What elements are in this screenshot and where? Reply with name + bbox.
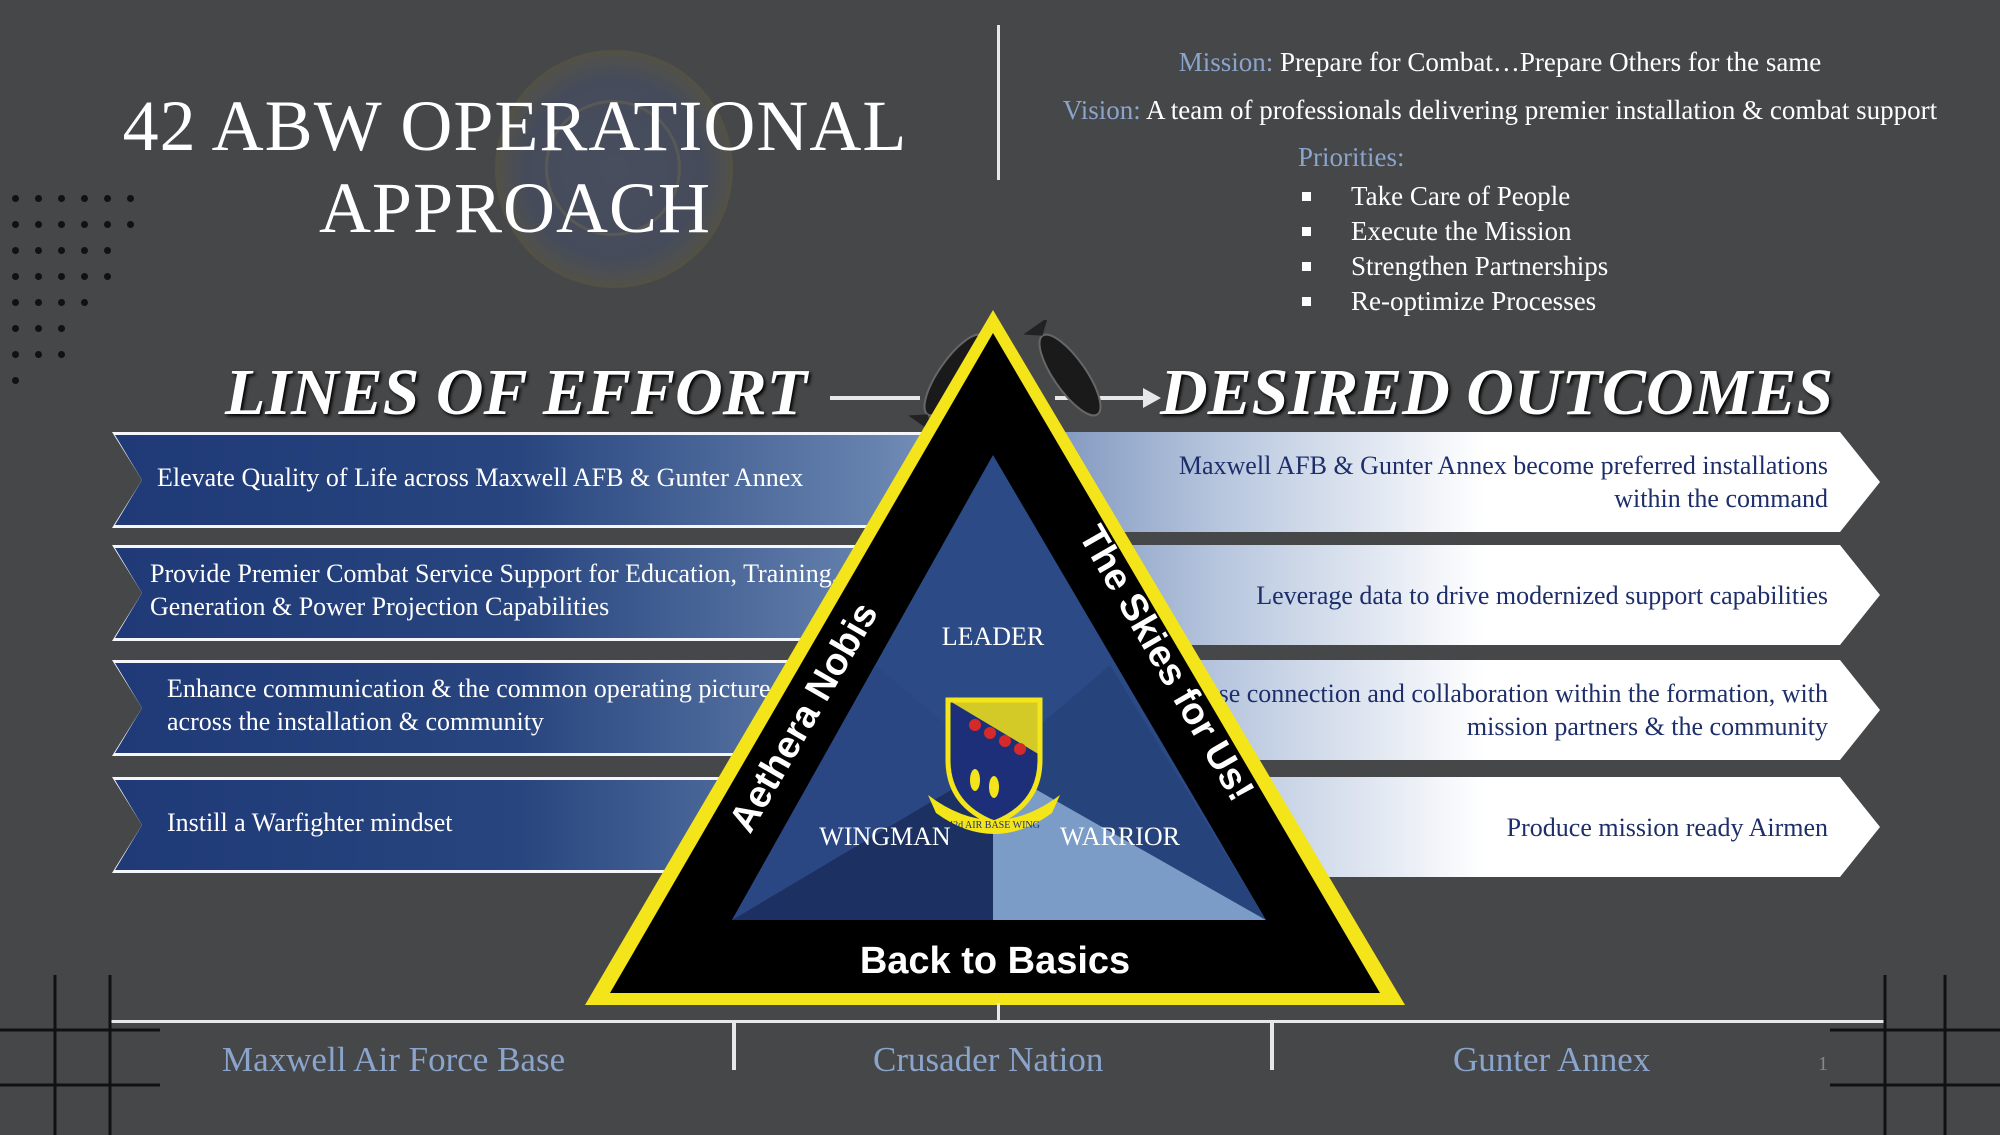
- wing-emblem: 42d AIR BASE WING: [928, 697, 1060, 834]
- corner-grid-right: [1830, 975, 2000, 1135]
- corner-grid-left: [0, 975, 160, 1135]
- footer-separator: [1270, 1022, 1274, 1070]
- seal-inner-ring: [545, 100, 681, 236]
- outcome-text: Maxwell AFB & Gunter Annex become prefer…: [1178, 451, 1828, 513]
- priorities-label: Priorities:: [1298, 142, 1405, 172]
- lines-of-effort-heading: LINES OF EFFORT: [225, 356, 807, 429]
- priority-text: Execute the Mission: [1351, 216, 1572, 246]
- emblem-dot-icon: [969, 719, 981, 731]
- footer-maxwell: Maxwell Air Force Base: [222, 1040, 566, 1079]
- priorities-list: Priorities: Take Care of People Execute …: [1298, 142, 1608, 319]
- banner-fill: [115, 435, 1012, 525]
- emblem-dot-icon: [984, 727, 996, 739]
- bullet-icon: [1302, 297, 1311, 306]
- priority-text: Take Care of People: [1351, 181, 1571, 211]
- line-of-effort-text: Instill a Warfighter mindset: [167, 807, 453, 837]
- footer-crusader-nation: Crusader Nation: [873, 1040, 1104, 1079]
- page-number: 1: [1818, 1053, 1828, 1075]
- leader-left-shade: [732, 665, 993, 920]
- warrior-label: WARRIOR: [1060, 822, 1181, 851]
- footer-separator: [732, 1022, 736, 1070]
- leader-right-shade: [993, 665, 1266, 920]
- bullet-icon: [1302, 262, 1311, 271]
- priority-text: Strengthen Partnerships: [1351, 251, 1609, 281]
- footer-gunter-annex: Gunter Annex: [1453, 1040, 1651, 1079]
- list-item: Strengthen Partnerships: [1298, 249, 1608, 284]
- mission-label: Mission:: [1178, 47, 1274, 77]
- outcome-banner: Maxwell AFB & Gunter Annex become prefer…: [1000, 432, 1880, 532]
- page-title: 42 ABW OPERATIONAL APPROACH: [60, 85, 970, 249]
- decorative-dot-grid: [12, 195, 182, 403]
- emblem-dot-icon: [999, 735, 1011, 747]
- mission-vision-block: Mission: Prepare for Combat…Prepare Othe…: [1010, 38, 1990, 134]
- vision-text: A team of professionals delivering premi…: [1146, 95, 1938, 125]
- header-divider: [997, 25, 1000, 180]
- mission-text: Prepare for Combat…Prepare Others for th…: [1279, 47, 1822, 77]
- outcome-text: Produce mission ready Airmen: [1506, 812, 1828, 842]
- arrow-head-icon: [1143, 388, 1161, 408]
- mission-statement: Mission: Prepare for Combat…Prepare Othe…: [1010, 38, 1990, 86]
- title-line-1: 42 ABW OPERATIONAL: [122, 86, 908, 166]
- vision-statement: Vision: A team of professionals deliveri…: [1010, 86, 1990, 134]
- line-of-effort-text: Provide Premier Combat Service Support f…: [150, 559, 904, 621]
- wingman-label: WINGMAN: [819, 822, 951, 851]
- core-values-triangle: 42d AIR BASE WING LEADER WINGMAN WARRIOR…: [585, 310, 1405, 1005]
- list-item: Execute the Mission: [1298, 214, 1608, 249]
- leader-label: LEADER: [942, 622, 1045, 651]
- bullet-icon: [1302, 192, 1311, 201]
- outcome-text: Increase connection and collaboration wi…: [1153, 679, 1828, 741]
- priority-text: Re-optimize Processes: [1351, 286, 1597, 316]
- bomb-icon: [1023, 320, 1102, 417]
- bullet-icon: [1302, 227, 1311, 236]
- title-line-2: APPROACH: [318, 168, 712, 248]
- list-item: Re-optimize Processes: [1298, 284, 1608, 319]
- emblem-dot-icon: [1014, 743, 1026, 755]
- line-of-effort-banner: Elevate Quality of Life across Maxwell A…: [112, 432, 1012, 528]
- back-to-basics-label: Back to Basics: [860, 940, 1130, 982]
- footer-divider: [110, 1020, 1885, 1023]
- emblem-label: 42d AIR BASE WING: [948, 820, 1040, 831]
- list-item: Take Care of People: [1298, 179, 1608, 214]
- line-of-effort-text: Enhance communication & the common opera…: [167, 674, 771, 736]
- vision-label: Vision:: [1062, 95, 1141, 125]
- footer-center-tick: [997, 1003, 1000, 1020]
- desired-outcomes-heading: DESIRED OUTCOMES: [1160, 356, 1834, 429]
- line-of-effort-text: Elevate Quality of Life across Maxwell A…: [157, 462, 804, 492]
- outcome-text: Leverage data to drive modernized suppor…: [1256, 580, 1828, 610]
